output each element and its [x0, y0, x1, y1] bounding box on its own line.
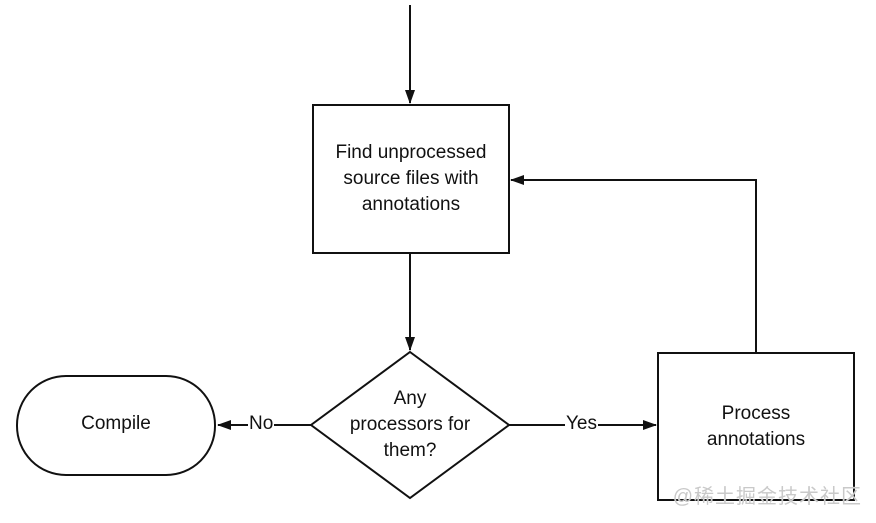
watermark-text: @稀土掘金技术社区	[672, 486, 862, 508]
yes-edge-label: Yes	[565, 413, 598, 435]
no-edge-label: No	[248, 413, 275, 435]
decision-diamond	[309, 350, 511, 500]
compile-label: Compile	[81, 413, 151, 434]
process-annotations-box	[657, 352, 855, 501]
decision-label: Any processors for them?	[349, 388, 471, 461]
process-annotations-label: Process annotations	[706, 402, 806, 450]
compile-terminator	[16, 375, 216, 476]
loop-back-arrow	[510, 175, 757, 353]
find-unprocessed-label: Find unprocessed source files with annot…	[335, 142, 487, 215]
